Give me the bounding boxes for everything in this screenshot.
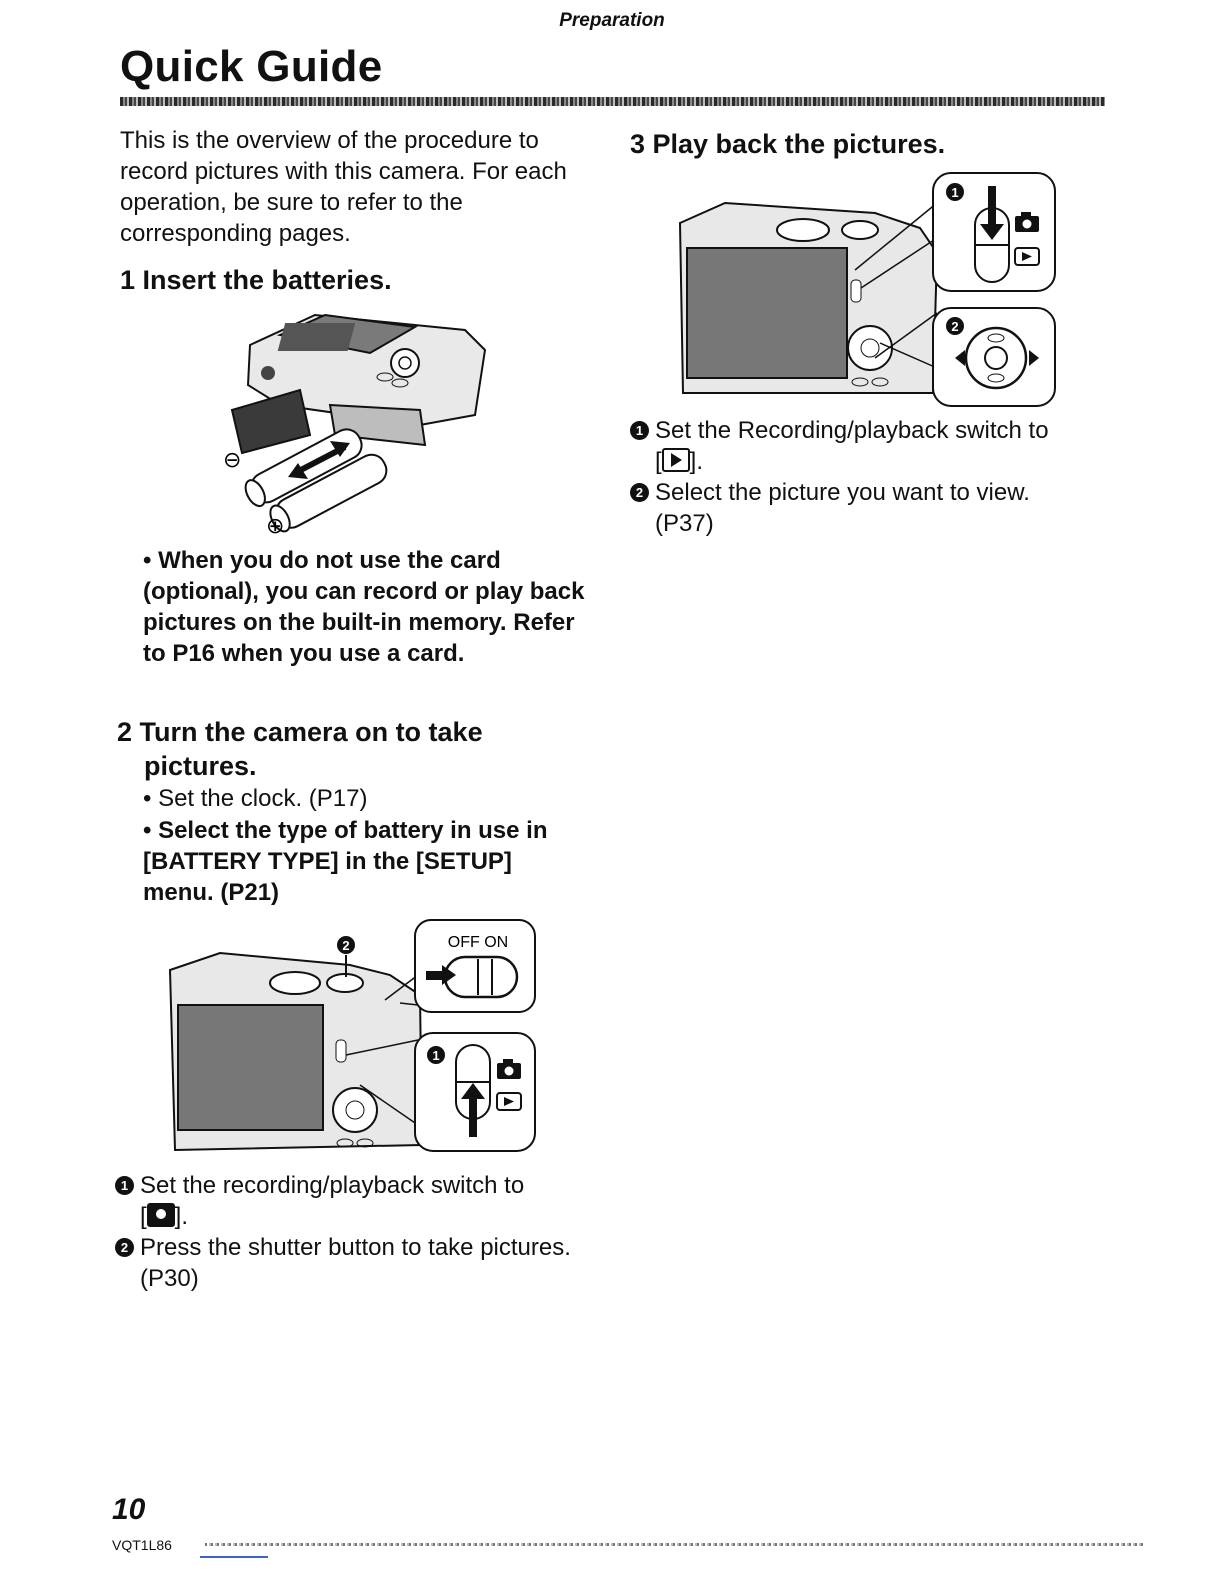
section-header: Preparation <box>559 10 665 31</box>
double-arrow-icon <box>288 441 350 479</box>
bracket-close: ]. <box>689 448 704 475</box>
step3-heading: 3 Play back the pictures. <box>630 129 946 159</box>
mode-switch-callout: 1 <box>432 1048 439 1063</box>
battery-insertion-svg: ⊖ ⊕ <box>223 313 487 538</box>
arrow-right-icon <box>426 965 456 985</box>
bracket-close: ]. <box>174 1203 189 1230</box>
footer-accent-line <box>200 1556 268 1558</box>
power-on-illustration: 2 OFF ON 1 <box>160 915 540 1160</box>
step2-item1: 1 Set the recording/playback switch to <box>115 1170 595 1201</box>
cursor-buttons-icon <box>955 326 1039 390</box>
page-title: Quick Guide <box>120 42 383 91</box>
shutter-callout: 2 <box>342 938 349 953</box>
plus-terminal-label: ⊕ <box>266 513 284 538</box>
playback-icon <box>661 448 690 472</box>
step1-heading: 1 Insert the batteries. <box>120 265 392 295</box>
step2-heading-line2: pictures. <box>144 751 257 781</box>
step2-instructions: 1 Set the recording/playback switch to [… <box>115 1170 595 1294</box>
step2-heading-line1: 2 Turn the camera on to take <box>117 717 483 747</box>
playback-illustration: 1 2 <box>675 168 1065 413</box>
step2-item1-number: 1 <box>115 1176 134 1195</box>
step3-item2-number: 2 <box>630 483 649 502</box>
intro-paragraph: This is the overview of the procedure to… <box>120 127 567 247</box>
step3-item2: 2 Select the picture you want to view. <box>630 477 1110 508</box>
step3-item2-text: Select the picture you want to view. <box>655 479 1030 506</box>
step2-item1-icon-line: []. <box>115 1201 595 1232</box>
cursor-button-callout: 2 <box>951 319 958 334</box>
playback-icon <box>496 1092 522 1111</box>
power-switch-label: OFF ON <box>448 934 508 951</box>
page-number: 10 <box>112 1493 146 1526</box>
playback-svg: 1 2 <box>678 172 1056 407</box>
arrow-up-icon <box>461 1083 485 1137</box>
step1-note: • When you do not use the card (optional… <box>143 547 585 667</box>
step2-bullet-battery-type: • Select the type of battery in use in [… <box>143 817 548 906</box>
camera-icon <box>497 1059 521 1079</box>
step2-item2-text: Press the shutter button to take picture… <box>140 1234 571 1261</box>
arrow-down-icon <box>980 186 1004 240</box>
model-code: VQT1L86 <box>112 1537 172 1553</box>
bracket-open: [ <box>140 1203 147 1230</box>
footer-divider <box>205 1543 1145 1546</box>
step2-item2-reference: (P30) <box>140 1265 199 1292</box>
mode-switch-callout: 1 <box>951 185 958 200</box>
step3-item2-reference: (P37) <box>655 510 714 537</box>
step3-item1-number: 1 <box>630 421 649 440</box>
title-divider <box>120 97 1105 106</box>
step2-item2: 2 Press the shutter button to take pictu… <box>115 1232 595 1263</box>
camera-icon <box>146 1203 175 1227</box>
step2-item1-text: Set the recording/playback switch to <box>140 1172 525 1199</box>
battery-insertion-illustration: ⊖ ⊕ <box>220 305 500 540</box>
step3-instructions: 1 Set the Recording/playback switch to [… <box>630 415 1110 539</box>
bracket-open: [ <box>655 448 662 475</box>
minus-terminal-label: ⊖ <box>223 447 241 472</box>
step3-item1: 1 Set the Recording/playback switch to <box>630 415 1110 446</box>
playback-icon <box>1014 247 1040 266</box>
power-on-svg: 2 OFF ON 1 <box>168 919 536 1152</box>
step3-item1-icon-line: []. <box>630 446 1110 477</box>
step3-item1-text: Set the Recording/playback switch to <box>655 417 1049 444</box>
step2-item2-number: 2 <box>115 1238 134 1257</box>
camera-icon <box>1015 212 1039 232</box>
step2-bullet-clock: • Set the clock. (P17) <box>143 785 368 812</box>
